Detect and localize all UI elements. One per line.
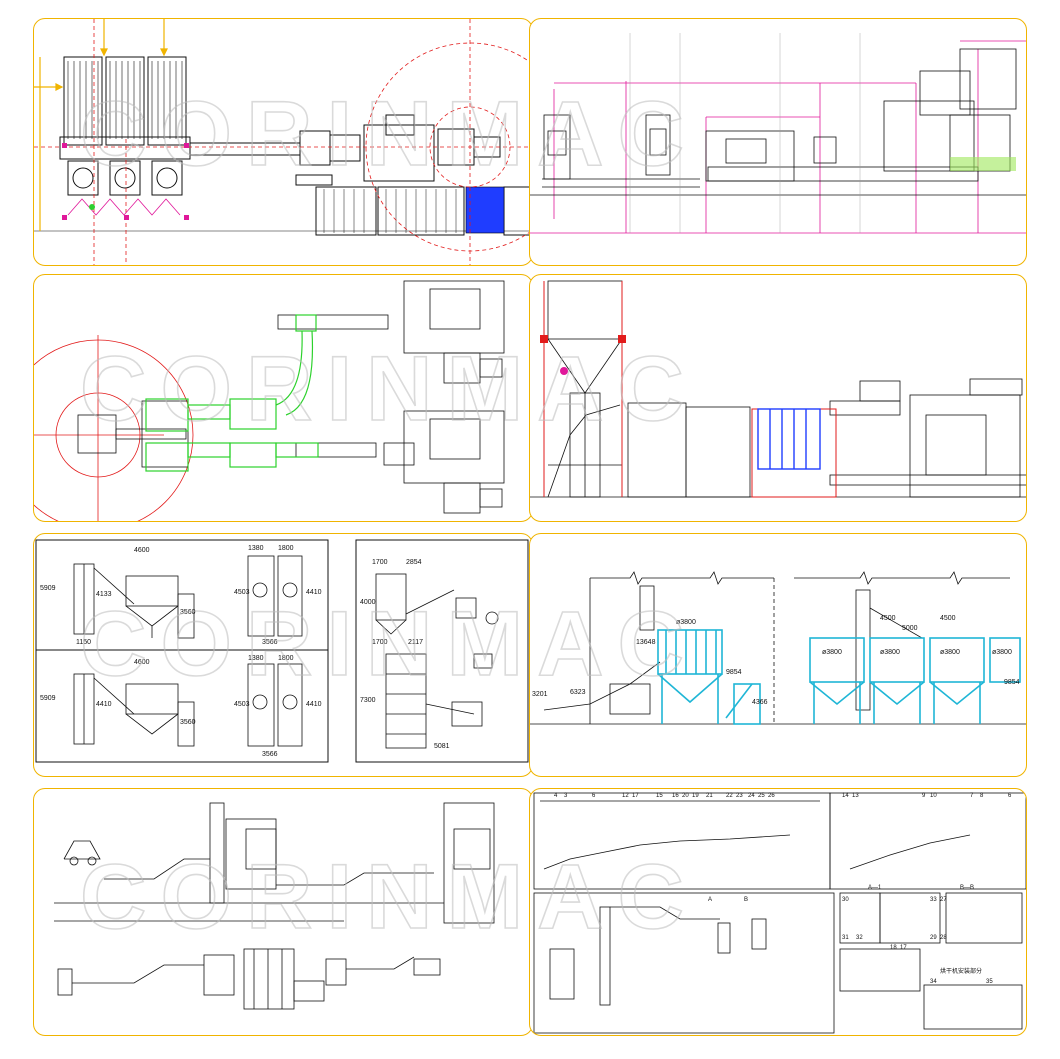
dim-label: 1700 [372,559,388,566]
callout-number: 13 [852,793,859,799]
dim-label: 4600 [134,547,150,554]
dim-label: 3201 [532,691,548,698]
callout-number: 34 [930,979,937,985]
section-title: A—1 [868,885,882,891]
callout-number: 24 [748,793,755,799]
callout-number: 25 [758,793,765,799]
callout-number: 22 [726,793,733,799]
callout-number: 10 [930,793,937,799]
plan-drawing-2 [34,280,505,521]
callout-number: 12 [622,793,629,799]
dim-label: 3566 [262,751,278,758]
dim-label: 3560 [180,609,196,616]
callout-number: 4 [554,793,558,799]
dim-label: 4503 [234,701,250,708]
dim-label: 1700 [372,639,388,646]
callout-number: 17 [632,793,639,799]
dim-label: 2117 [408,639,423,646]
section-label: B [744,897,748,903]
callout-number: 14 [842,793,849,799]
dim-label: 4000 [360,599,376,606]
dim-label: 3566 [262,639,278,646]
dim-label: 4410 [96,701,112,708]
dim-label: 9854 [1004,679,1020,686]
callout-number: 16 [672,793,679,799]
panel-plant-layout-bottom-left [33,788,533,1036]
dim-label: 5000 [902,625,918,632]
dim-label: 4500 [940,615,956,622]
dim-label: 9854 [726,669,742,676]
dim-label: 3560 [180,719,196,726]
dim-label: 4410 [306,589,322,596]
dim-label: 1150 [76,639,91,646]
dim-label: 4410 [306,701,322,708]
panel-elevation-silo-line [529,274,1027,522]
dim-label: 5909 [40,585,56,592]
callout-number: 31 [842,935,849,941]
installation-drawing: 4 3 6 12 17 15 16 20 19 21 22 23 24 25 2… [533,792,1026,1034]
callout-number: 21 [706,793,713,799]
panel-dimension-drawings: 4600 5909 4133 3560 1150 1380 1800 4503 … [33,533,533,777]
callout-number: 26 [768,793,775,799]
plan-drawing-1 [34,19,532,265]
callout-number: 33 [930,897,937,903]
dim-label: ø3800 [822,649,842,656]
elevation-drawing-2 [530,280,1026,498]
dim-label: 4500 [880,615,896,622]
silo-drawing: ø3800 13648 9854 6323 4366 3201 4500 450… [530,571,1026,725]
dim-label: 4600 [134,659,150,666]
callout-number: 32 [856,935,863,941]
callout-number: 30 [842,897,849,903]
callout-number: 15 [656,793,663,799]
panel-elevation-palletizing-line [529,18,1027,266]
callout-number: 7 [970,793,974,799]
callout-number: 18 [890,945,897,951]
dim-label: 4133 [96,591,112,598]
dim-label: 1800 [278,545,294,552]
dim-label: ø3800 [880,649,900,656]
callout-number: 8 [980,793,984,799]
dim-label: 1380 [248,655,264,662]
plant-layout-drawing [54,802,495,1010]
callout-number: 6 [1008,793,1012,799]
dim-label: 6323 [570,689,586,696]
elevation-drawing-1 [530,33,1026,234]
callout-number: 17 [900,945,907,951]
dim-label: ø3800 [940,649,960,656]
callout-number: 29 [930,935,937,941]
callout-number: 6 [592,793,596,799]
dimension-drawing-set: 4600 5909 4133 3560 1150 1380 1800 4503 … [35,539,529,763]
section-label: A [708,897,712,903]
dim-label: 7300 [360,697,376,704]
callout-number: 19 [692,793,699,799]
dim-label: 5081 [434,743,450,750]
dim-label: 5909 [40,695,56,702]
drawing-caption: 烘干机安装部分 [940,967,982,975]
dim-label: 4366 [752,699,768,706]
section-title: B—B [960,885,974,891]
callout-number: 3 [564,793,568,799]
callout-number: 28 [940,935,947,941]
callout-number: 20 [682,793,689,799]
dim-label: 13648 [636,639,656,646]
dim-label: 1800 [278,655,294,662]
callout-number: 35 [986,979,993,985]
dim-label: 2854 [406,559,422,566]
panel-plan-view-bag-line-2 [33,274,533,522]
callout-number: 27 [940,897,947,903]
callout-number: 9 [922,793,926,799]
dim-label: ø3800 [992,649,1012,656]
panel-plan-view-bag-filling [33,18,533,266]
dim-label: 1380 [248,545,264,552]
panel-installation-drawings: 4 3 6 12 17 15 16 20 19 21 22 23 24 25 2… [529,788,1027,1036]
dim-label: ø3800 [676,619,696,626]
panel-silo-elevation-cyan: ø3800 13648 9854 6323 4366 3201 4500 450… [529,533,1027,777]
dim-label: 4503 [234,589,250,596]
callout-number: 23 [736,793,743,799]
